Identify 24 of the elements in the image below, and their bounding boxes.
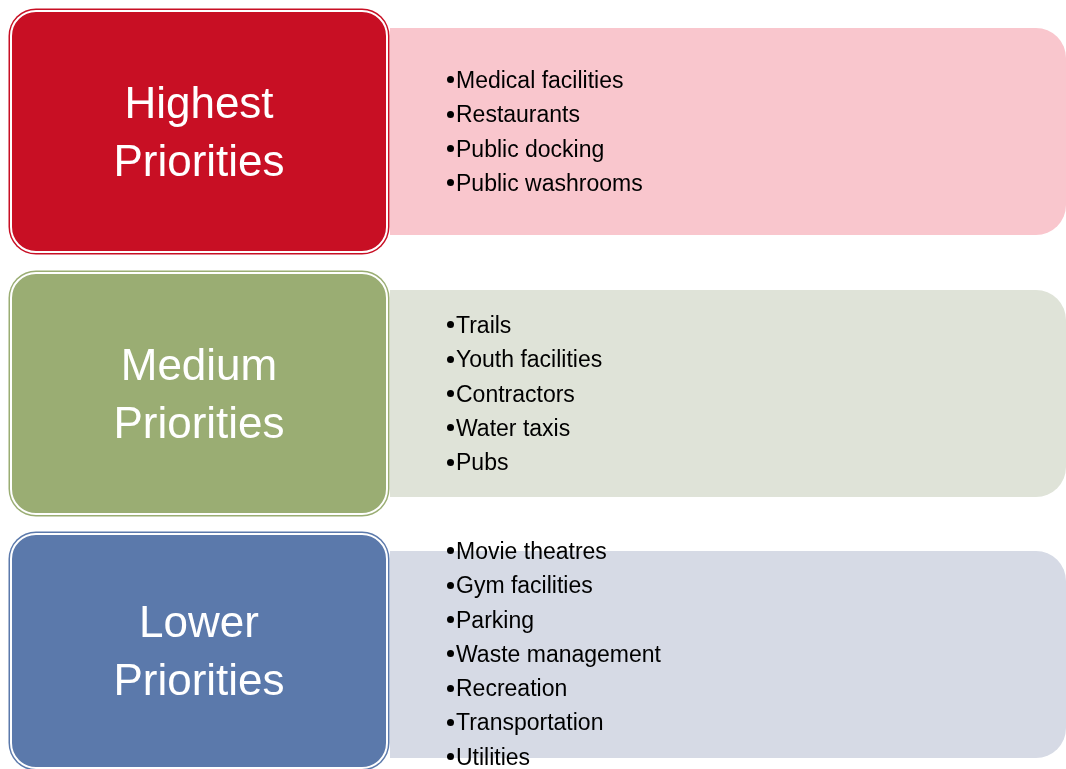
list-item: Restaurants xyxy=(456,101,580,128)
list-item: Water taxis xyxy=(456,414,571,441)
list-item: Public washrooms xyxy=(456,169,643,196)
list-item: Public docking xyxy=(456,135,605,162)
list-item: Utilities xyxy=(456,743,531,769)
priority-box xyxy=(10,272,388,515)
list-item: Youth facilities xyxy=(456,346,603,373)
list-item: Contractors xyxy=(456,380,575,407)
list-item: Waste management xyxy=(456,640,661,667)
list-item: Gym facilities xyxy=(456,572,593,599)
list-panel xyxy=(390,290,1066,497)
list-item: Parking xyxy=(456,606,534,633)
priority-box xyxy=(10,533,388,769)
list-item: Trails xyxy=(456,312,512,338)
list-item: Recreation xyxy=(456,675,568,702)
list-item: Transportation xyxy=(456,709,604,736)
list-item: Movie theatres xyxy=(456,538,607,564)
priority-heading: Lower Priorities xyxy=(112,596,286,706)
list-panel xyxy=(390,28,1066,235)
list-item: Medical facilities xyxy=(456,67,624,93)
priority-box xyxy=(10,10,388,253)
list-item: Pubs xyxy=(456,449,509,476)
priority-heading: Highest Priorities xyxy=(112,76,286,187)
priority-heading: Medium Priorities xyxy=(112,338,286,449)
